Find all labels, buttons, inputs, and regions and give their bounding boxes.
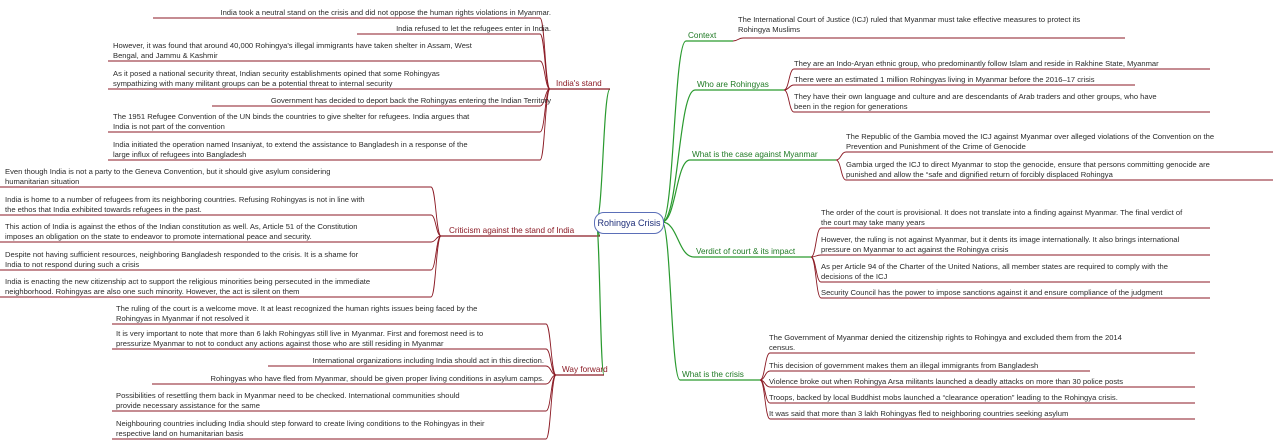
branch-connector: [595, 88, 611, 223]
leaf-text: Even though India is not a party to the …: [5, 167, 331, 176]
central-topic[interactable]: Rohingya Crisis: [594, 212, 664, 234]
leaf-text: punished and allow the “safe and dignifi…: [846, 170, 1113, 179]
leaf-connector: [0, 214, 442, 237]
leaf-text: census.: [769, 343, 796, 352]
leaf-connector: [759, 379, 1195, 388]
leaf-connector: [112, 348, 557, 376]
leaf-text: decisions of the ICJ: [821, 272, 888, 281]
leaf-connector: [783, 84, 1135, 91]
leaf-text: Neighbouring countries including India s…: [116, 419, 485, 428]
leaf-connector: [759, 352, 1195, 381]
branch-case-against-myanmar[interactable]: What is the case against Myanmar: [692, 150, 818, 159]
branch-connector: [661, 89, 696, 223]
leaf-text: It was said that more than 3 lakh Rohing…: [769, 409, 1069, 418]
leaf-connector: [112, 323, 557, 376]
leaf-connector: [0, 235, 442, 243]
leaf-connector: [810, 256, 1210, 299]
leaf-text: the ethos that India exhibited towards r…: [5, 205, 202, 214]
leaf-text: However, the ruling is not against Myanm…: [821, 235, 1180, 244]
leaf-text: Despite not having sufficient resources,…: [5, 250, 359, 259]
leaf-text: However, it was found that around 40,000…: [113, 41, 472, 50]
leaf-text: It is very important to note that more t…: [116, 329, 484, 338]
branch-who-are-rohingyas[interactable]: Who are Rohingyas: [697, 80, 769, 89]
leaf-text: This action of India is against the etho…: [5, 222, 358, 231]
leaf-text: pressure on Myanmar to act against the R…: [821, 245, 1009, 254]
branch-connector: [595, 221, 605, 376]
leaf-connector: [108, 60, 551, 90]
leaf-text: Rohingya Muslims: [738, 25, 801, 34]
leaf-text: India refused to let the refugees enter …: [396, 24, 551, 33]
leaf-connector: [268, 365, 557, 376]
leaf-text: Troops, backed by local Buddhist mobs la…: [769, 393, 1118, 402]
branch-context[interactable]: Context: [688, 31, 717, 40]
leaf-text: India is home to a number of refugees fr…: [5, 195, 365, 204]
leaf-text: India initiated the operation named Insa…: [113, 140, 468, 149]
leaf-text: The Government of Myanmar denied the cit…: [769, 333, 1122, 342]
leaf-connector: [783, 68, 1210, 91]
leaf-text: This decision of government makes them a…: [769, 361, 1039, 370]
leaf-connector: [783, 89, 1210, 113]
leaf-text: neighborhood. Rohingyas are also one suc…: [5, 287, 300, 296]
branch-verdict[interactable]: Verdict of court & its impact: [696, 247, 796, 256]
leaf-text: large influx of refugees into Bangladesh: [113, 150, 247, 159]
leaf-text: Rohingyas who have fled from Myanmar, sh…: [210, 374, 544, 383]
leaf-connector: [835, 151, 1273, 161]
leaf-text: pressurize Myanmar to not to conduct any…: [116, 339, 444, 348]
leaf-text: International organizations including In…: [312, 356, 544, 365]
leaf-text: As it posed a national security threat, …: [113, 69, 440, 78]
leaf-connector: [0, 235, 442, 298]
branch-connector: [661, 159, 691, 223]
leaf-text: India is not part of the convention: [113, 122, 225, 131]
leaf-text: Prevention and Punishment of the Crime o…: [846, 142, 1026, 151]
leaf-connector: [759, 370, 1090, 381]
leaf-text: respective land on humanitarian basis: [116, 429, 244, 438]
leaf-text: Rohingyas in Myanmar if not resolved it: [116, 314, 249, 323]
leaf-text: been in the region for generations: [794, 102, 908, 111]
leaf-text: humanitarian situation: [5, 177, 80, 186]
leaf-connector: [108, 88, 551, 161]
leaf-text: Gambia urged the ICJ to direct Myanmar t…: [846, 160, 1210, 169]
leaf-text: provide necessary assistance for the sam…: [116, 401, 260, 410]
leaf-connector: [112, 374, 557, 440]
leaf-text: Possibilities of resettling them back in…: [116, 391, 460, 400]
leaf-text: India to not respond during such a crisi…: [5, 260, 140, 269]
leaf-text: imposes an obligation on the state to en…: [5, 232, 312, 241]
leaf-connector: [732, 37, 1125, 42]
leaf-text: The order of the court is provisional. I…: [821, 208, 1183, 217]
leaf-connector: [810, 254, 1210, 258]
leaf-text: The 1951 Refugee Convention of the UN bi…: [113, 112, 470, 121]
leaf-connector: [810, 227, 1210, 258]
leaf-connector: [835, 159, 1273, 181]
branch-connector: [661, 221, 695, 258]
leaf-connector: [152, 374, 557, 385]
leaf-text: India took a neutral stand on the crisis…: [220, 8, 551, 17]
branch-criticism[interactable]: Criticism against the stand of India: [449, 226, 575, 235]
leaf-text: There were an estimated 1 million Rohing…: [794, 75, 1095, 84]
branch-connector: [661, 221, 681, 381]
branch-way-forward[interactable]: Way forward: [562, 365, 608, 374]
leaf-text: Security Council has the power to impose…: [821, 288, 1163, 297]
leaf-connector: [759, 379, 1195, 420]
leaf-text: the court may take many years: [821, 218, 925, 227]
leaf-text: They are an Indo-Aryan ethnic group, who…: [794, 59, 1159, 68]
leaf-text: The ruling of the court is a welcome mov…: [116, 304, 478, 313]
leaf-text: As per Article 94 of the Charter of the …: [821, 262, 1168, 271]
leaf-text: They have their own language and culture…: [794, 92, 1157, 101]
leaf-text: The International Court of Justice (ICJ)…: [738, 15, 1081, 24]
branch-connector: [661, 40, 687, 223]
leaf-text: The Republic of the Gambia moved the ICJ…: [846, 132, 1215, 141]
leaf-text: Violence broke out when Rohingya Arsa mi…: [769, 377, 1124, 386]
leaf-text: Government has decided to deport back th…: [270, 96, 551, 105]
branch-what-is-crisis[interactable]: What is the crisis: [682, 370, 744, 379]
leaf-text: India is enacting the new citizenship ac…: [5, 277, 371, 286]
leaf-connector: [0, 186, 442, 237]
branch-indias-stand[interactable]: India's stand: [556, 79, 602, 88]
leaf-text: sympathizing with many militant groups c…: [113, 79, 393, 88]
leaf-text: Bengal, and Jammu & Kashmir: [113, 51, 218, 60]
